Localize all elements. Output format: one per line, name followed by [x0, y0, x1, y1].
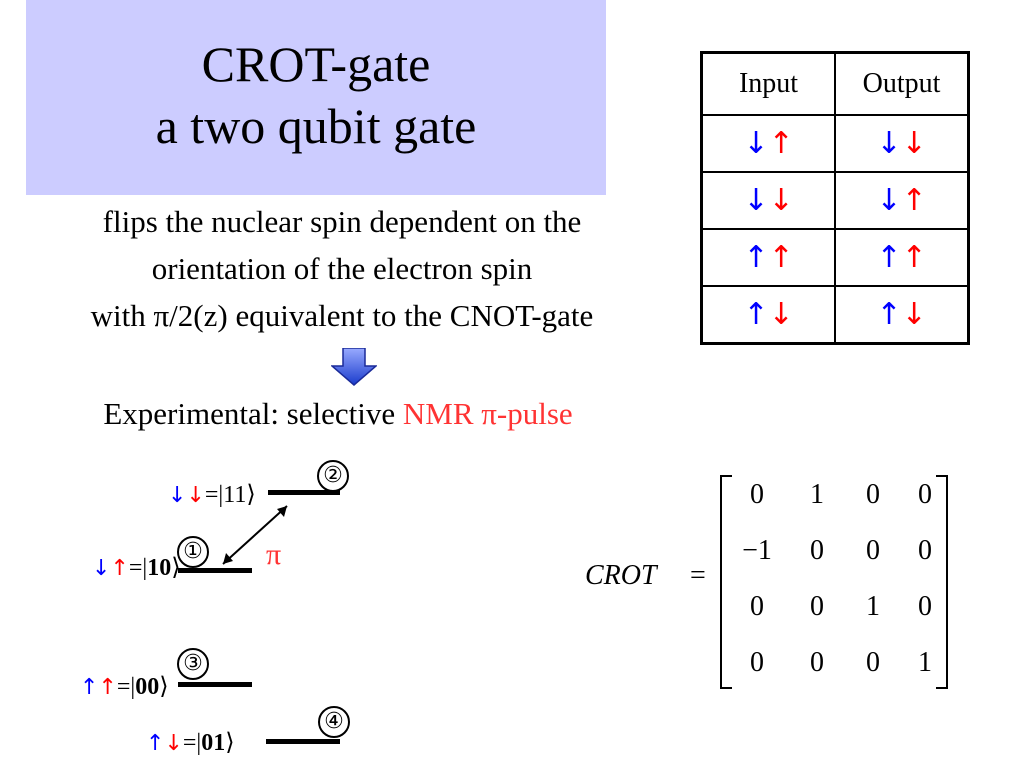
pi-label: π [266, 538, 282, 571]
table-row: ↓↓↓↑ [700, 171, 970, 230]
level-label-01: ↑↓=|01⟩ [146, 730, 235, 756]
nuclear-spin-down-icon: ↓ [768, 297, 794, 332]
nuclear-spin-down-icon: ↓ [186, 483, 205, 508]
matrix-equals: = [690, 560, 706, 591]
level-label-11: ↓↓=|11⟩ [168, 482, 256, 508]
matrix-label: CROT [585, 560, 657, 591]
double-headed-arrow-icon [222, 505, 288, 565]
matrix-cell: 0 [810, 535, 824, 566]
matrix-cell: 1 [866, 591, 880, 622]
energy-level-00 [178, 682, 252, 687]
energy-level-10 [178, 568, 252, 573]
table-row: ↑↓↑↓ [700, 285, 970, 345]
matrix-cell: 0 [810, 591, 824, 622]
io-truth-table: Input Output ↓↑↓↓↓↓↓↑↑↑↑↑↑↓↑↓ [700, 51, 970, 345]
description-line-1: flips the nuclear spin dependent on the [102, 204, 582, 239]
electron-spin-up-icon: ↑ [876, 297, 902, 332]
matrix-right-bracket [936, 475, 948, 689]
nuclear-spin-down-icon: ↓ [164, 731, 183, 756]
electron-spin-up-icon: ↑ [146, 731, 165, 756]
input-cell: ↓↑ [700, 114, 836, 173]
electron-spin-down-icon: ↓ [92, 556, 111, 581]
input-cell: ↑↑ [700, 228, 836, 287]
nuclear-spin-down-icon: ↓ [901, 126, 927, 161]
table-row: ↓↑↓↓ [700, 114, 970, 173]
header-output: Output [834, 51, 970, 116]
experimental-highlight: NMR π-pulse [402, 396, 573, 431]
level-number-2: ② [317, 460, 349, 492]
nuclear-spin-down-icon: ↓ [768, 183, 794, 218]
title-banner: CROT-gate a two qubit gate [26, 0, 606, 195]
matrix-cell: 0 [918, 479, 932, 510]
crot-matrix: 0 1 0 0 −1 0 0 0 0 0 1 0 0 0 0 1 [720, 475, 948, 689]
level-number-3: ③ [177, 648, 209, 680]
nuclear-spin-up-icon: ↑ [98, 675, 117, 700]
energy-level-diagram: ↓↓=|11⟩ ② ↓↑=|10⟩ ① π ↑↑=|00⟩ ③ ↑↓=|01⟩ … [0, 450, 360, 768]
electron-spin-up-icon: ↑ [876, 240, 902, 275]
experimental-line: Experimental: selective NMR π-pulse [0, 396, 676, 432]
electron-spin-down-icon: ↓ [743, 183, 769, 218]
nuclear-spin-down-icon: ↓ [901, 297, 927, 332]
output-cell: ↓↓ [834, 114, 970, 173]
matrix-cell: 0 [810, 647, 824, 678]
title-line-2: a two qubit gate [155, 98, 477, 154]
energy-level-11 [268, 490, 340, 495]
output-cell: ↑↓ [834, 285, 970, 345]
ket-01: 01 [201, 730, 226, 756]
nuclear-spin-up-icon: ↑ [901, 183, 927, 218]
header-input: Input [700, 51, 836, 116]
matrix-cell: 0 [750, 479, 764, 510]
ket-00: 00 [135, 674, 160, 700]
level-number-4: ④ [318, 706, 350, 738]
matrix-cell: 0 [866, 535, 880, 566]
electron-spin-up-icon: ↑ [743, 297, 769, 332]
matrix-cell: 1 [810, 479, 824, 510]
level-label-10: ↓↑=|10⟩ [92, 555, 181, 581]
matrix-cell: 0 [866, 647, 880, 678]
ket-10: 10 [147, 555, 172, 581]
output-cell: ↓↑ [834, 171, 970, 230]
experimental-prefix: Experimental: selective [103, 396, 403, 431]
level-number-1: ① [177, 536, 209, 568]
matrix-left-bracket [720, 475, 732, 689]
matrix-cell: 0 [918, 591, 932, 622]
level-label-00: ↑↑=|00⟩ [80, 674, 169, 700]
input-cell: ↓↓ [700, 171, 836, 230]
description: flips the nuclear spin dependent on the … [0, 198, 684, 339]
matrix-cell: 0 [750, 647, 764, 678]
electron-spin-down-icon: ↓ [743, 126, 769, 161]
nuclear-spin-up-icon: ↑ [901, 240, 927, 275]
matrix-cell: 0 [918, 535, 932, 566]
electron-spin-down-icon: ↓ [876, 126, 902, 161]
description-line-2: orientation of the electron spin [151, 251, 533, 286]
nuclear-spin-up-icon: ↑ [768, 240, 794, 275]
nuclear-spin-up-icon: ↑ [110, 556, 129, 581]
title-line-1: CROT-gate [201, 36, 431, 92]
ket-11: 11 [223, 482, 247, 508]
nuclear-spin-up-icon: ↑ [768, 126, 794, 161]
input-cell: ↑↓ [700, 285, 836, 345]
matrix-cell: 0 [866, 479, 880, 510]
electron-spin-up-icon: ↑ [80, 675, 99, 700]
output-cell: ↑↑ [834, 228, 970, 287]
matrix-cell: −1 [742, 535, 772, 566]
description-line-3: with π/2(z) equivalent to the CNOT-gate [90, 298, 594, 333]
electron-spin-up-icon: ↑ [743, 240, 769, 275]
electron-spin-down-icon: ↓ [168, 483, 187, 508]
energy-level-01 [266, 739, 340, 744]
electron-spin-down-icon: ↓ [876, 183, 902, 218]
matrix-cell: 0 [750, 591, 764, 622]
table-row: ↑↑↑↑ [700, 228, 970, 287]
down-arrow-icon [331, 348, 377, 386]
matrix-cell: 1 [918, 647, 932, 678]
